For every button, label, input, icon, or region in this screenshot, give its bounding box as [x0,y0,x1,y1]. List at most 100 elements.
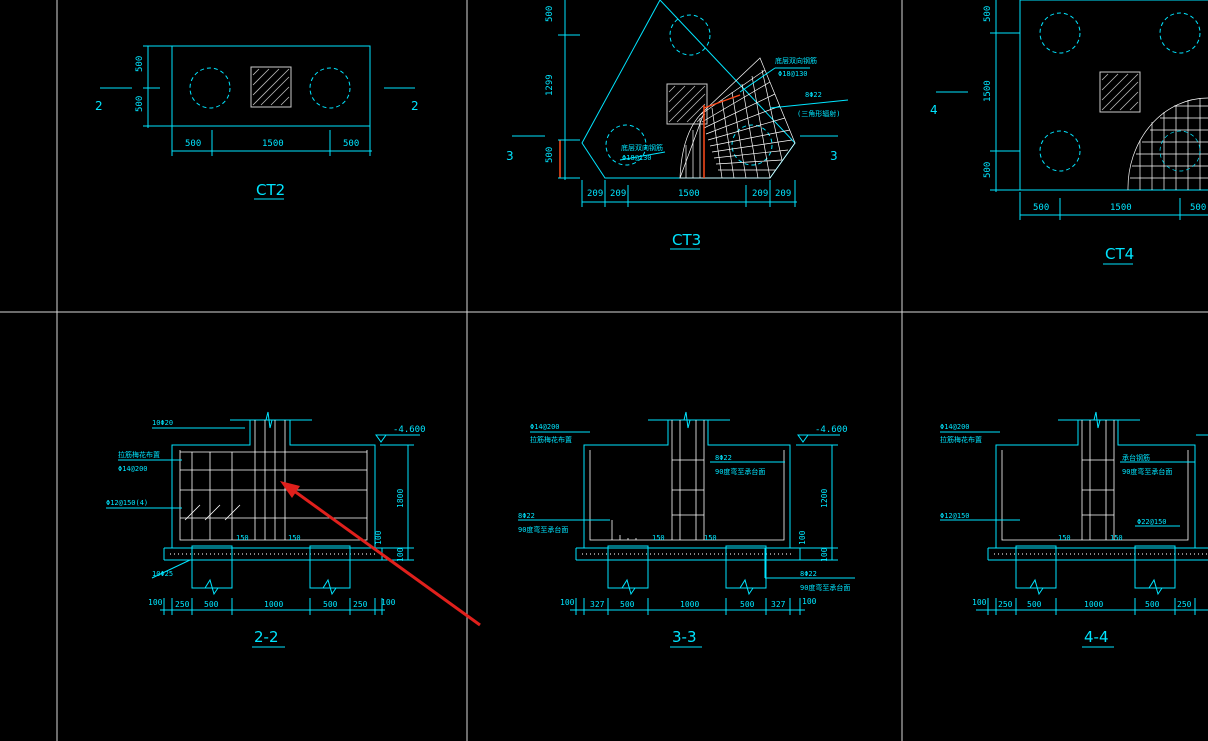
section-4-4-dim-h-3: 500 [1027,600,1042,609]
section-2-2-rebar [179,420,368,541]
section-3-3-note-8: 90度弯至承台面 [800,583,850,592]
section-4-4-note-7: 150 [1058,534,1071,542]
section-3-3-note-9: 150 [652,534,665,542]
ct3-plan: 底层双向钢筋 Φ18@130 8Φ22 (三角形辐射) 底层双向钢筋 Φ18@1… [506,0,849,250]
ct2-dim-v-2: 500 [135,96,145,112]
section-2-2-title: 2-2 [254,628,279,646]
ct3-title: CT3 [672,231,701,249]
ct2-dim-h-1: 500 [185,139,201,149]
section-2-2-dim-h-6: 250 [353,600,368,609]
ct3-dim-h-4: 209 [752,189,768,199]
section-2-2-note-5: 10Φ25 [152,570,173,578]
section-2-2-note-6: 150 [236,534,249,542]
section-3-3-note-6: 90度弯至承台面 [518,525,568,534]
section-3-3-note-7: 8Φ22 [800,570,817,578]
section-3-3: -4.600 1200 100 100 100 327 500 1000 500… [518,411,855,648]
section-2-2-note-7: 150 [288,534,301,542]
section-3-3-note-3: 8Φ22 [715,454,732,462]
ct3-dim-h-5: 209 [775,189,791,199]
ct4-plan: 500 1500 500 500 1500 500 4 CT4 [930,0,1208,265]
section-3-3-dim-h-7: 100 [802,597,817,606]
section-2-2-dim-h-4: 1000 [264,600,283,609]
section-3-3-dim-h-6: 327 [771,600,786,609]
ct3-note-top-2: Φ18@130 [778,70,808,78]
section-3-3-note-1: Φ14@200 [530,423,560,431]
ct3-note-bottom-2: Φ18@130 [622,154,652,162]
section-2-2-note-1: 10Φ20 [152,419,173,427]
ct3-dim-h-2: 209 [610,189,626,199]
section-3-3-note-5: 8Φ22 [518,512,535,520]
ct3-note-top: 底层双向钢筋 [775,56,817,65]
section-4-4-note-8: 150 [1110,534,1123,542]
section-3-3-dim-v-1: 1200 [820,489,829,508]
ct2-section-mark-right: 2 [411,99,419,113]
ct2-column-hatch [250,66,292,108]
ct4-column-hatch [1099,71,1141,113]
section-3-3-dim-h-4: 1000 [680,600,699,609]
ct4-dim-h-1: 500 [1033,203,1049,213]
ct3-section-mark-right: 3 [830,149,838,163]
section-2-2: -4.600 1800 100 100 100 250 500 1000 500… [106,411,426,648]
ct3-section-mark-left: 3 [506,149,514,163]
section-4-4-note-5: Φ12@150 [940,512,970,520]
section-4-4-rebar [1001,420,1189,541]
section-2-2-note-4: Φ12@150(4) [106,499,148,507]
ct4-dim-v-1: 500 [983,6,993,22]
ct4-dim-v-3: 500 [983,162,993,178]
section-3-3-dim-h-5: 500 [740,600,755,609]
section-4-4-dim-h-1: 100 [972,598,987,607]
ct3-dim-v-2: 1299 [545,74,555,96]
section-2-2-dim-h-3: 500 [204,600,219,609]
section-3-3-dim-h-2: 327 [590,600,605,609]
section-3-3-dim-h-3: 500 [620,600,635,609]
section-4-4-note-4: 90度弯至承台面 [1122,467,1172,476]
section-3-3-note-4: 90度弯至承台面 [715,467,765,476]
ct2-dim-h-3: 500 [343,139,359,149]
ct3-rebar-mesh [679,57,796,179]
ct3-dim-v-1: 500 [545,6,555,22]
section-4-4-dim-h-2: 250 [998,600,1013,609]
section-4-4-note-1: Φ14@200 [940,423,970,431]
section-4-4-note-6: Φ22@150 [1137,518,1167,526]
section-4-4-dim-h-4: 1000 [1084,600,1103,609]
section-3-3-rebar [589,420,785,541]
section-4-4-dim-h-6: 250 [1177,600,1192,609]
ct4-dim-h-3: 500 [1190,203,1206,213]
section-3-3-dim-v-3: 100 [820,547,829,562]
ct4-dim-v-2: 1500 [983,80,993,102]
section-3-3-note-10: 150 [704,534,717,542]
ct3-dim-h-3: 1500 [678,189,700,199]
ct2-title: CT2 [256,181,285,199]
section-2-2-dim-v-2: 100 [374,530,383,545]
ct3-note-right: 8Φ22 [805,91,822,99]
ct4-section-mark: 4 [930,103,938,117]
ct2-plan: 500 1500 500 500 500 2 2 CT2 [95,45,419,200]
section-2-2-dim-h-1: 100 [148,598,163,607]
ct4-title: CT4 [1105,245,1134,263]
section-3-3-elevation: -4.600 [815,425,848,435]
ct4-rebar-mesh [1127,97,1208,191]
section-2-2-dim-h-2: 250 [175,600,190,609]
ct3-column-hatch [666,83,708,125]
ct4-dim-h-2: 1500 [1110,203,1132,213]
section-2-2-dim-h-5: 500 [323,600,338,609]
section-3-3-dim-v-2: 100 [798,530,807,545]
section-2-2-note-2: 拉筋梅花布置 [118,450,160,459]
ct3-dim-h-1: 209 [587,189,603,199]
ct3-dim-v-3: 500 [545,147,555,163]
ct2-dim-v-1: 500 [135,56,145,72]
section-4-4-note-3: 承台钢筋 [1122,453,1150,462]
section-2-2-note-3: Φ14@200 [118,465,148,473]
section-4-4-title: 4-4 [1084,628,1109,646]
ct3-note-bottom: 底层双向钢筋 [621,143,663,152]
section-4-4: 100 250 500 1000 500 250 Φ14@200 拉筋梅花布置 … [940,411,1208,648]
ct2-section-mark-left: 2 [95,99,103,113]
ct3-note-right-2: (三角形辐射) [797,109,840,118]
section-2-2-dim-v-1: 1800 [396,489,405,508]
section-2-2-elevation: -4.600 [393,425,426,435]
section-2-2-dim-v-3: 100 [396,547,405,562]
annotation-arrow [280,481,481,627]
section-3-3-dim-h-1: 100 [560,598,575,607]
